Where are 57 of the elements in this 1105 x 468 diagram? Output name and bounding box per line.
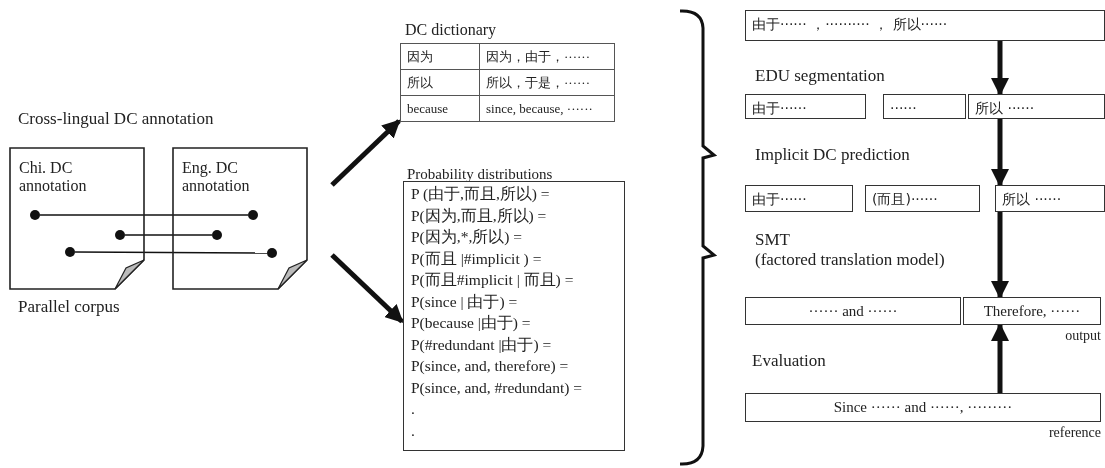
table-cell: 所以 bbox=[400, 69, 480, 96]
dot bbox=[248, 210, 258, 220]
text-box: 由于······ ，·········· ， 所以······ bbox=[745, 10, 1105, 41]
text-box: ······ bbox=[883, 94, 966, 119]
table-cell: 因为 bbox=[400, 43, 480, 70]
table-cell: because bbox=[400, 95, 480, 122]
formula-line: P(since | 由于) = bbox=[411, 292, 518, 311]
dot bbox=[30, 210, 40, 220]
document-page bbox=[9, 147, 145, 290]
table-cell: 因为，由于，······ bbox=[479, 43, 615, 70]
text-box: Since ······ and ······, ········· bbox=[745, 393, 1101, 422]
document-title: Eng. DC annotation bbox=[182, 159, 251, 195]
document-title: Chi. DC annotation bbox=[19, 159, 88, 195]
dot bbox=[115, 230, 125, 240]
caption-text: Parallel corpus bbox=[18, 298, 120, 316]
box-heading: Probability distributions bbox=[407, 165, 553, 183]
caption-label: output bbox=[1065, 327, 1101, 345]
caption-label: reference bbox=[1048, 424, 1101, 442]
formula-line: P(因为,*,所以) = bbox=[411, 228, 523, 246]
formula-line: P(since, and, #redundant) = bbox=[411, 378, 582, 397]
formula-line: P(而且#implicit | 而且) = bbox=[411, 271, 574, 289]
arrow bbox=[330, 119, 401, 187]
arrow bbox=[991, 323, 1009, 393]
caption-text: Cross-lingual DC annotation bbox=[18, 110, 214, 128]
formula-line: P(因为,而且,所以) = bbox=[411, 206, 547, 225]
dot bbox=[212, 230, 222, 240]
formula-line: P(而且 |#implicit ) = bbox=[411, 249, 542, 268]
arrow bbox=[991, 212, 1009, 299]
document-page bbox=[172, 147, 308, 290]
formula-line: P(since, and, therefore) = bbox=[411, 357, 569, 375]
formula-line: P (由于,而且,所以) = bbox=[411, 185, 550, 203]
caption-text: EDU segmentation bbox=[755, 67, 885, 85]
text-box: ······ and ······ bbox=[745, 297, 961, 325]
table-cell: 所以，于是，······ bbox=[479, 69, 615, 96]
text-box: 由于······ bbox=[745, 94, 866, 119]
text-box: 所以 ······ bbox=[995, 185, 1105, 212]
caption-text: SMT (factored translation model) bbox=[755, 230, 945, 270]
formula-line: P(#redundant |由于) = bbox=[411, 335, 552, 354]
arrow bbox=[330, 253, 404, 324]
arrow bbox=[991, 119, 1009, 187]
text-box: (而且)······ bbox=[865, 185, 980, 212]
connector-line bbox=[124, 234, 213, 236]
connector-line bbox=[74, 251, 268, 254]
dot bbox=[65, 247, 75, 257]
text-box: 所以 ······ bbox=[968, 94, 1105, 119]
table-heading: DC dictionary bbox=[405, 21, 497, 39]
caption-text: Implicit DC prediction bbox=[755, 146, 910, 164]
dot bbox=[267, 248, 277, 258]
formula-line: P(because |由于) = bbox=[411, 314, 531, 332]
caption-text: Evaluation bbox=[752, 352, 826, 370]
connector-line bbox=[39, 214, 249, 216]
text-box: 由于······ bbox=[745, 185, 853, 212]
formula-line: . bbox=[411, 400, 415, 418]
arrow bbox=[991, 41, 1009, 96]
text-box: Therefore, ······ bbox=[963, 297, 1101, 325]
table-cell: since, because, ······ bbox=[479, 95, 615, 122]
formula-line: . bbox=[411, 421, 415, 440]
